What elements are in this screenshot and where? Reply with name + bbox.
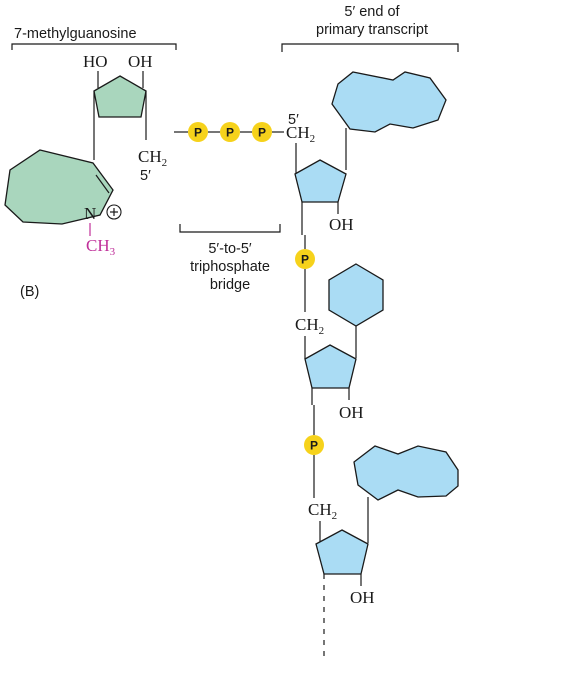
t3-ribose-pentagon (315, 529, 369, 575)
t2-oh-label: OH (339, 403, 364, 422)
cap-title-bracket (11, 43, 177, 50)
guanine-base (4, 149, 114, 225)
t3-purine-base (353, 445, 459, 501)
cap-oh-label: OH (128, 52, 153, 71)
guanine-double-bond (95, 174, 110, 194)
bridge-phosphate-1: P (188, 122, 208, 142)
bridge-label-line3: bridge (210, 277, 250, 293)
svg-text:P: P (226, 126, 234, 140)
cap-ribose-pentagon (93, 75, 147, 118)
t1-purine-base (331, 71, 447, 133)
cap-title: 7-methylguanosine (14, 26, 137, 42)
t1-oh-label: OH (329, 215, 354, 234)
svg-text:P: P (194, 126, 202, 140)
bridge-phosphate-2: P (220, 122, 240, 142)
t3-oh-label: OH (350, 588, 375, 607)
t3-ch2-label: CH2 (308, 500, 337, 522)
bridge-phosphate-3: P (252, 122, 272, 142)
panel-label: (B) (20, 284, 39, 300)
bridge-bracket (179, 224, 281, 233)
bridge-label-line2: triphosphate (190, 259, 270, 275)
t1-5prime-label: 5′ (288, 112, 299, 128)
positive-charge-icon (106, 204, 122, 220)
methyl-label: CH3 (86, 236, 116, 258)
cap-ho-label: HO (83, 52, 108, 71)
cap-5prime-label: 5′ (140, 168, 151, 184)
n-plus-label: N (84, 204, 96, 223)
transcript-title-bracket (281, 43, 459, 52)
t2-t3-phosphate: P (304, 435, 324, 455)
t1-ch2-label: CH2 (286, 123, 315, 145)
t1-ribose-pentagon (294, 159, 347, 203)
t1-t2-phosphate: P (295, 249, 315, 269)
svg-text:P: P (258, 126, 266, 140)
t2-ribose-pentagon (304, 344, 357, 389)
transcript-title-line1: 5′ end of (344, 4, 400, 20)
t2-pyrimidine-base (328, 263, 384, 327)
svg-text:P: P (310, 439, 318, 453)
transcript-title-line2: primary transcript (316, 22, 428, 38)
svg-text:P: P (301, 253, 309, 267)
bridge-label-line1: 5′-to-5′ (208, 241, 252, 257)
cap-ch2-label: CH2 (138, 147, 167, 169)
t2-ch2-label: CH2 (295, 315, 324, 337)
